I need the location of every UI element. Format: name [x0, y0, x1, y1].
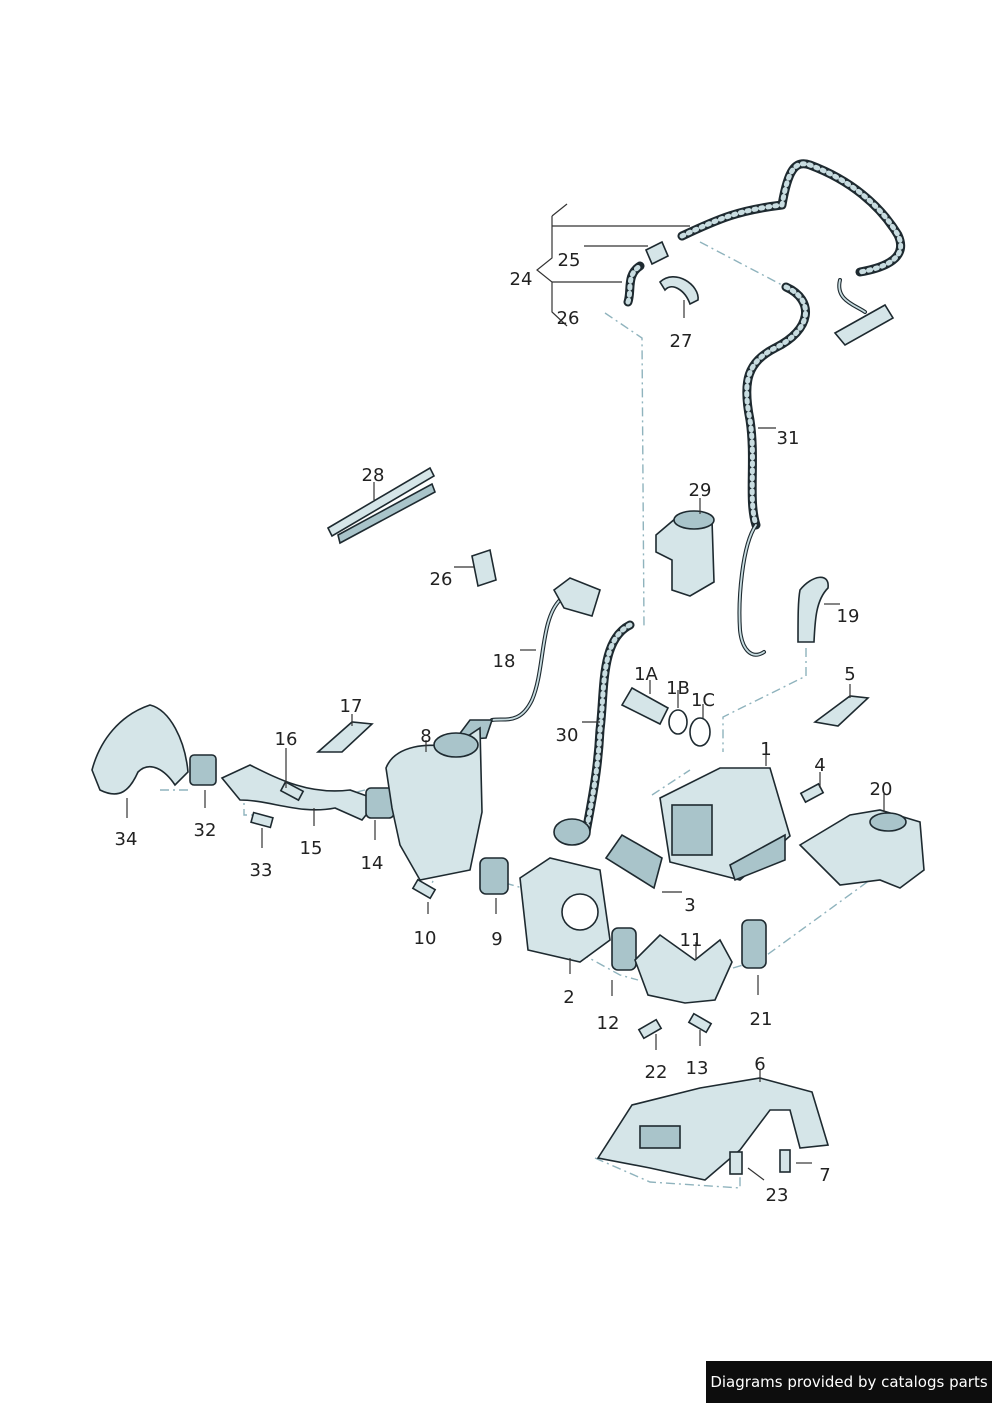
- callout-26-top: 26: [557, 308, 580, 329]
- hose-31: [737, 282, 810, 657]
- callout-8: 8: [420, 726, 431, 747]
- callout-17: 17: [340, 696, 363, 717]
- callout-23: 23: [766, 1185, 789, 1206]
- callout-1a: 1A: [634, 664, 658, 685]
- bolt-13: [687, 1012, 713, 1034]
- bracket-28: [326, 466, 436, 545]
- callout-27: 27: [670, 331, 693, 352]
- callout-14: 14: [361, 853, 384, 874]
- callout-24: 24: [510, 269, 533, 290]
- callout-12: 12: [597, 1013, 620, 1034]
- callout-1: 1: [760, 739, 771, 760]
- fitting-1a: [620, 686, 670, 726]
- pipe-34: [91, 704, 189, 795]
- callout-25: 25: [558, 250, 581, 271]
- connector-18: [552, 577, 601, 617]
- callout-15: 15: [300, 838, 323, 859]
- clip-5: [813, 695, 870, 727]
- clip-27: [658, 276, 699, 306]
- bolt-10: [411, 878, 437, 900]
- callout-3: 3: [684, 895, 695, 916]
- callout-1c: 1C: [691, 690, 715, 711]
- connector-25: [644, 240, 670, 266]
- callout-29: 29: [689, 480, 712, 501]
- gasket-32: [189, 754, 217, 786]
- callout-28: 28: [362, 465, 385, 486]
- callout-18: 18: [493, 651, 516, 672]
- bolt-23: [729, 1151, 743, 1175]
- hose-26-upper: [623, 261, 645, 307]
- callout-26-mid: 26: [430, 569, 453, 590]
- bolt-7: [779, 1149, 791, 1173]
- callout-2: 2: [563, 987, 574, 1008]
- bolt-33: [250, 811, 274, 829]
- gasket-12: [611, 927, 637, 971]
- callout-7: 7: [819, 1165, 830, 1186]
- cable-18: [490, 598, 562, 722]
- callout-31: 31: [777, 428, 800, 449]
- callout-labels: 1 1A 1B 1C 2 3 4 5 6 7 8 9 10 11 12 13 1…: [115, 250, 893, 1206]
- callout-10: 10: [414, 928, 437, 949]
- assembly-lines: [160, 241, 871, 1189]
- callout-19: 19: [837, 606, 860, 627]
- hose-24-upper: [677, 159, 906, 277]
- hose-30: [581, 620, 635, 837]
- callout-13: 13: [686, 1058, 709, 1079]
- hose-19: [797, 576, 829, 643]
- callout-21: 21: [750, 1009, 773, 1030]
- footer-credit: Diagrams provided by catalogs parts: [706, 1361, 992, 1403]
- egr-cooler-1: [659, 767, 791, 882]
- callout-20: 20: [870, 779, 893, 800]
- callout-6: 6: [754, 1054, 765, 1075]
- callout-30: 30: [556, 725, 579, 746]
- callout-1b: 1B: [666, 678, 690, 699]
- connector-right-top: [833, 278, 895, 347]
- callout-32: 32: [194, 820, 217, 841]
- valve-8: [385, 726, 483, 881]
- callout-9: 9: [491, 929, 502, 950]
- gasket-9: [479, 857, 509, 895]
- throttle-body-2: [519, 818, 611, 963]
- o-ring-1b: [668, 709, 688, 735]
- heat-shield-6: [596, 1077, 830, 1181]
- callout-4: 4: [814, 755, 825, 776]
- bolt-4: [799, 782, 825, 804]
- callout-33: 33: [250, 860, 273, 881]
- callout-11: 11: [680, 930, 703, 951]
- callout-22: 22: [645, 1062, 668, 1083]
- gasket-21: [741, 919, 767, 969]
- gasket-3: [604, 833, 663, 890]
- pipe-11: [634, 933, 733, 1004]
- callout-16: 16: [275, 729, 298, 750]
- o-ring-1c: [689, 717, 711, 747]
- clip-17: [315, 721, 374, 753]
- leader-lines: [126, 203, 885, 1181]
- valve-29: [655, 510, 715, 597]
- callout-5: 5: [844, 664, 855, 685]
- callout-34: 34: [115, 829, 138, 850]
- bolt-22: [637, 1018, 663, 1040]
- housing-20: [798, 809, 925, 889]
- clip-26-mid: [471, 548, 497, 588]
